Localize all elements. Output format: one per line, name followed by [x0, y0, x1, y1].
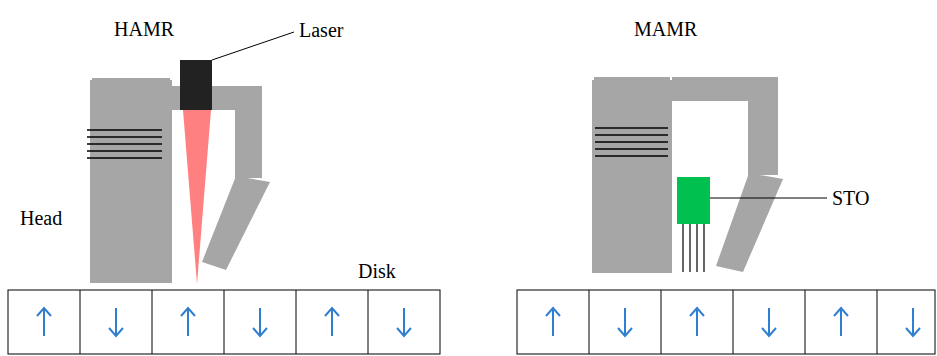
leader-line [212, 32, 294, 60]
bit-boundary [661, 290, 662, 354]
bit-boundary [805, 290, 806, 354]
disk-track [8, 290, 440, 354]
microwave-field-lines [683, 224, 704, 272]
magnetization-arrowhead [762, 328, 776, 336]
magnetization-arrow [187, 308, 189, 336]
magnetization-arrow [331, 308, 333, 336]
magnetization-arrow [403, 308, 405, 336]
bit-boundary [589, 290, 590, 354]
magnetization-arrowhead [325, 308, 339, 316]
magnetization-arrow [624, 308, 626, 336]
figure-title: MAMR [634, 18, 697, 40]
magnetization-arrow [43, 308, 45, 336]
figure-title: HAMR [114, 18, 174, 40]
magnetization-arrow [768, 308, 770, 336]
disk-track [517, 290, 935, 354]
part-label: Head [20, 207, 62, 229]
mamr-coil [595, 128, 668, 156]
magnetization-arrow [696, 308, 698, 336]
magnetization-arrow [115, 308, 117, 336]
magnetization-arrowhead [546, 308, 560, 316]
leader-line [710, 198, 827, 199]
magnetization-arrow [259, 308, 261, 336]
bit-boundary [224, 290, 225, 354]
bit-boundary [877, 290, 878, 354]
magnetization-arrow [552, 308, 554, 336]
magnetization-arrow [912, 308, 914, 336]
bit-boundary [733, 290, 734, 354]
magnetization-arrowhead [618, 328, 632, 336]
magnetization-arrowhead [253, 328, 267, 336]
magnetization-arrowhead [109, 328, 123, 336]
hamr-coil [87, 130, 162, 158]
magnetization-arrowhead [906, 328, 920, 336]
bit-boundary [368, 290, 369, 354]
magnetization-arrow [840, 308, 842, 336]
bit-boundary [152, 290, 153, 354]
magnetization-arrowhead [397, 328, 411, 336]
bit-boundary [296, 290, 297, 354]
mamr-head [592, 77, 783, 273]
part-label: Laser [299, 19, 343, 41]
magnetization-arrowhead [37, 308, 51, 316]
disk-media [8, 290, 935, 354]
magnetization-arrowhead [834, 308, 848, 316]
laser-beam [183, 110, 211, 284]
spin-torque-oscillator [677, 177, 710, 224]
magnetization-arrowhead [181, 308, 195, 316]
part-label: Disk [358, 260, 396, 282]
laser-diode [180, 60, 212, 110]
magnetization-arrowhead [690, 308, 704, 316]
part-label: STO [832, 187, 869, 209]
bit-boundary [80, 290, 81, 354]
